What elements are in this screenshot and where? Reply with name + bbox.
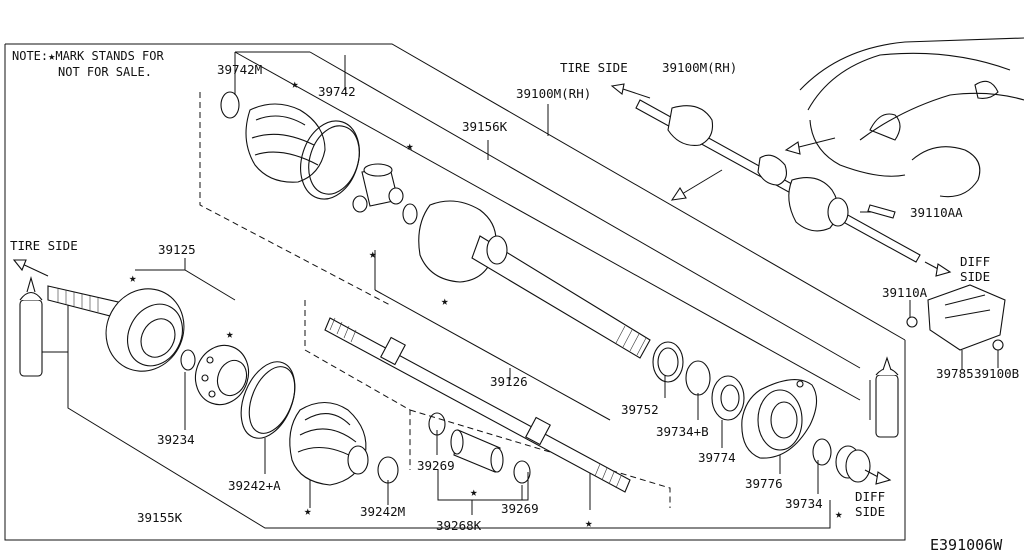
damper-39268k (428, 412, 531, 484)
grease-tube-left (19, 275, 43, 377)
label-39126: 39126 (490, 374, 528, 389)
boot-top (220, 91, 360, 200)
drive-shaft-assembled (635, 99, 921, 263)
star-mark: ★ (226, 326, 234, 341)
star-mark: ★ (585, 515, 593, 530)
label-39242a: 39242+A (228, 478, 281, 493)
star-mark: ★ (129, 270, 137, 285)
part-number-labels: 39742M 39742 39100M(RH) 39156K 39100M(RH… (137, 60, 1019, 533)
label-39110a: 39110A (882, 285, 928, 300)
star-mark: ★ (441, 293, 449, 308)
snap-ring-top (402, 203, 418, 225)
diff-side-right-label-1: DIFF (960, 254, 990, 269)
washer-39752 (652, 341, 684, 383)
label-39742: 39742 (318, 84, 356, 99)
label-39742m-top: 39742M (217, 62, 262, 77)
drawing-code: E391006W (930, 536, 1003, 554)
label-39110aa: 39110AA (910, 205, 963, 220)
frame-lines (4, 43, 999, 541)
tire-side-left-label: TIRE SIDE (10, 238, 78, 253)
outer-joint-assembly (47, 285, 185, 372)
boot-band-39242m-bottom (377, 456, 399, 484)
star-mark: ★ (470, 484, 478, 499)
dashed-lines (199, 92, 671, 508)
bearing-housing-39776 (741, 379, 818, 459)
label-39242m-bottom: 39242M (360, 504, 405, 519)
label-39269-right: 39269 (501, 501, 539, 516)
intermediate-shaft (324, 317, 631, 493)
ring-39734 (812, 438, 832, 466)
label-39100m-rh-top: 39100M(RH) (662, 60, 737, 75)
label-39100m-rh-mid: 39100M(RH) (516, 86, 591, 101)
label-39125: 39125 (158, 242, 196, 257)
label-39774: 39774 (698, 450, 736, 465)
tire-side-top-label: TIRE SIDE (560, 60, 628, 75)
seal-right (835, 445, 871, 483)
label-39776: 39776 (745, 476, 783, 491)
ring-39734b (685, 360, 711, 396)
vehicle-outline (799, 37, 1024, 198)
star-mark: ★ (835, 506, 843, 521)
label-39785: 39785 (936, 366, 974, 381)
not-for-sale-stars: ★ ★ ★ ★ ★ ★ ★ ★ ★ ★ (129, 76, 843, 530)
label-39100b: 39100B (974, 366, 1019, 381)
boot-bottom (289, 401, 369, 486)
arrows (12, 83, 952, 485)
label-39752: 39752 (621, 402, 659, 417)
label-39155k: 39155K (137, 510, 183, 525)
star-mark: ★ (291, 76, 299, 91)
star-mark: ★ (304, 503, 312, 518)
grease-tube-right (875, 356, 899, 438)
inner-housing-shaft (418, 200, 651, 359)
note-line-1: NOTE:★MARK STANDS FOR (12, 49, 164, 63)
label-39268k: 39268K (436, 518, 482, 533)
circlip-39234 (180, 349, 196, 371)
tripod-joint (352, 163, 404, 213)
note-block: NOTE:★MARK STANDS FOR NOT FOR SALE. (12, 49, 164, 79)
label-39734: 39734 (785, 496, 823, 511)
boot-band-39242a (240, 361, 296, 439)
diff-side-right-label-2: SIDE (960, 269, 990, 284)
direction-labels: TIRE SIDE TIRE SIDE DIFF SIDE DIFF SIDE (10, 60, 990, 519)
washer-39752-inner (657, 347, 679, 377)
star-mark: ★ (406, 138, 414, 153)
note-line-2: NOT FOR SALE. (58, 65, 152, 79)
label-39234: 39234 (157, 432, 195, 447)
bearing-cage-39125 (194, 344, 250, 406)
label-39734b: 39734+B (656, 424, 709, 439)
label-39269-left: 39269 (417, 458, 455, 473)
label-39156k: 39156K (462, 119, 508, 134)
bearing-39774 (711, 375, 745, 421)
diff-side-bottom-label-2: SIDE (855, 504, 885, 519)
bracket-39785 (906, 284, 1006, 351)
star-mark: ★ (369, 246, 377, 261)
diff-side-bottom-label-1: DIFF (855, 489, 885, 504)
